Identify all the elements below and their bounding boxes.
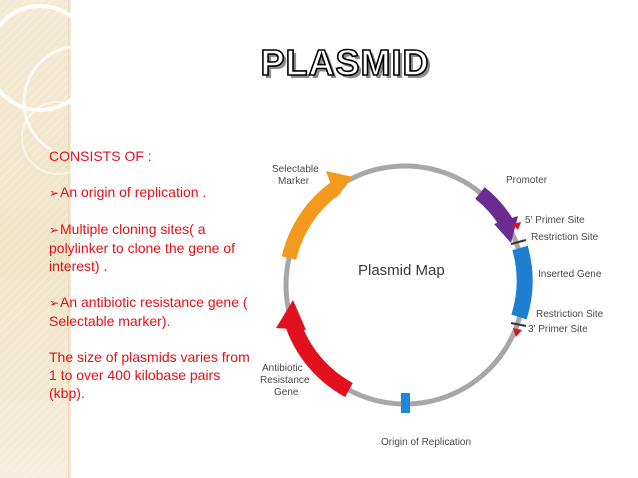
bullet-item-origin: ➢An origin of replication .: [49, 183, 255, 202]
arrow-bullet-icon: ➢: [49, 223, 60, 237]
label-restriction-site-2: Restriction Site: [536, 309, 604, 320]
label-restriction-site-1: Restriction Site: [531, 232, 599, 243]
bullet-text: An antibiotic resistance gene ( Selectab…: [49, 294, 248, 329]
plasmid-map-diagram: Plasmid Map Selectable Marker Promoter 5…: [260, 163, 604, 448]
arrow-bullet-icon: ➢: [49, 296, 60, 310]
decorative-side-rule: [68, 0, 71, 478]
decorative-rings: [0, 4, 138, 175]
label-selectable-marker-line1: Selectable: [272, 164, 319, 175]
primer-site-3-mark: [513, 328, 522, 337]
label-antibiotic-line2: Resistance: [260, 375, 310, 386]
antibiotic-resistance-segment: [284, 318, 353, 398]
promoter-arrowhead: [494, 216, 518, 243]
selectable-marker-segment: [281, 180, 342, 260]
restriction-site-1-mark: [510, 239, 527, 245]
label-primer-site-5: 5' Primer Site: [525, 215, 585, 226]
bullet-item-resistance-gene: ➢An antibiotic resistance gene ( Selecta…: [49, 293, 255, 330]
inserted-gene-segment: [511, 245, 533, 320]
diagram-title: Plasmid Map: [358, 262, 445, 279]
label-primer-site-3: 3' Primer Site: [528, 324, 588, 335]
origin-of-replication-mark: [401, 393, 410, 413]
bullet-text: Multiple cloning sites( a polylinker to …: [49, 221, 236, 274]
decorative-side-band: [0, 0, 68, 478]
label-inserted-gene: Inserted Gene: [538, 269, 602, 280]
bullet-text: An origin of replication .: [60, 184, 207, 200]
label-selectable-marker-line2: Marker: [278, 176, 310, 187]
footnote-text: The size of plasmids varies from 1 to ov…: [49, 349, 250, 401]
slide-title: PLASMID: [260, 41, 430, 84]
arrow-bullet-icon: ➢: [49, 186, 60, 200]
intro-text: CONSISTS OF :: [49, 148, 152, 164]
label-antibiotic-line3: Gene: [274, 387, 299, 398]
restriction-site-2-mark: [510, 322, 527, 327]
label-antibiotic-line1: Antibiotic: [262, 363, 303, 374]
bullet-item-cloning-sites: ➢Multiple cloning sites( a polylinker to…: [49, 220, 255, 275]
antibiotic-resistance-arrowhead: [276, 300, 306, 330]
label-promoter: Promoter: [506, 175, 548, 186]
selectable-marker-arrowhead: [326, 171, 353, 198]
promoter-segment: [475, 187, 513, 227]
primer-site-5-mark: [512, 222, 521, 230]
label-origin-of-replication: Origin of Replication: [381, 437, 471, 448]
slide-body: CONSISTS OF : ➢An origin of replication …: [49, 147, 255, 420]
